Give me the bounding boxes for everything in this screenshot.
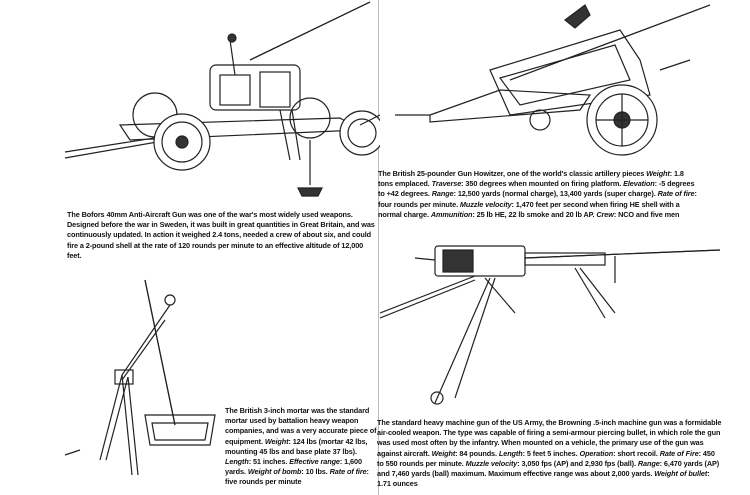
spec-label: Traverse bbox=[431, 179, 462, 189]
spec-label: Muzzle velocity bbox=[459, 199, 512, 209]
mortar-illustration bbox=[64, 279, 216, 476]
bofors-gun-illustration bbox=[64, 1, 380, 197]
caption-text: : 1.8 tons emplaced. bbox=[378, 169, 684, 189]
caption-text: : 10 lbs. bbox=[301, 467, 330, 477]
caption-text: : 5 feet 5 inches. bbox=[522, 448, 580, 458]
caption-text: : short recoil. bbox=[613, 448, 660, 458]
browning-mg-illustration bbox=[379, 245, 721, 405]
spec-label: Effective range bbox=[289, 457, 340, 467]
spec-label: Elevation bbox=[623, 179, 655, 189]
spec-label: Weight of bullet bbox=[654, 469, 708, 479]
caption-text: : 3,050 fps (AP) and 2,930 fps (ball). bbox=[517, 458, 638, 468]
spec-label: Range bbox=[431, 189, 454, 199]
caption-text: : 124 lbs (mortar 42 lbs, mounting 45 lb… bbox=[225, 436, 368, 456]
spec-label: Ammunition bbox=[430, 209, 473, 219]
spec-label: Length bbox=[225, 457, 249, 467]
page-gutter bbox=[378, 0, 379, 495]
caption-text: : 12,500 yards (normal charge), 13,400 y… bbox=[453, 189, 658, 199]
bofors-caption: The Bofors 40mm Anti-Aircraft Gun was on… bbox=[67, 210, 379, 261]
caption-text: : -5 degrees to +42 degrees. bbox=[378, 179, 695, 199]
caption-text: : 450 to 550 rounds per minute. bbox=[377, 448, 715, 468]
spec-label: Weight bbox=[646, 169, 670, 178]
caption-text: The Bofors 40mm Anti-Aircraft Gun was on… bbox=[67, 210, 375, 260]
caption-text: : 6,470 yards (AP) and 7,460 yards (ball… bbox=[377, 458, 720, 479]
25-pounder-illustration bbox=[395, 4, 711, 156]
caption-text: : 1,470 feet per second when firing HE s… bbox=[378, 199, 680, 219]
spec-label: Range bbox=[637, 458, 660, 468]
spec-label: Rate of fire bbox=[657, 189, 695, 199]
caption-text: The British 3-inch mortar was the standa… bbox=[225, 406, 377, 446]
spec-label: Operation bbox=[579, 448, 614, 458]
spec-label: Rate of fire bbox=[329, 467, 367, 477]
mortar-caption: The British 3-inch mortar was the standa… bbox=[225, 406, 377, 488]
caption-text: : 51 inches. bbox=[248, 457, 290, 467]
browning-caption: The standard heavy machine gun of the US… bbox=[377, 418, 722, 489]
caption-text: : five rounds per minute bbox=[225, 467, 369, 487]
caption-text: : NCO and five men bbox=[613, 209, 680, 219]
25-pounder-caption: The British 25-pounder Gun Howitzer, one… bbox=[378, 169, 698, 220]
spec-label: Crew bbox=[596, 209, 614, 219]
spec-label: Rate of Fire bbox=[659, 448, 699, 458]
caption-text: : 350 degrees when mounted on firing pla… bbox=[461, 179, 624, 189]
spec-label: Weight of bomb bbox=[247, 467, 302, 477]
spec-label: Weight bbox=[431, 448, 456, 458]
caption-text: The British 25-pounder Gun Howitzer, one… bbox=[378, 169, 647, 178]
caption-text: : four rounds per minute. bbox=[378, 189, 697, 209]
caption-text: : 84 pounds. bbox=[455, 448, 499, 458]
spec-label: Muzzle velocity bbox=[465, 458, 518, 468]
caption-text: : 1.71 ounces bbox=[377, 469, 710, 489]
caption-text: : 1,600 yards. bbox=[225, 457, 362, 477]
spec-label: Weight bbox=[264, 436, 289, 446]
caption-text: : 25 lb HE, 22 lb smoke and 20 lb AP. bbox=[472, 209, 597, 219]
caption-text: The standard heavy machine gun of the US… bbox=[377, 418, 722, 458]
spec-label: Length bbox=[498, 448, 523, 458]
